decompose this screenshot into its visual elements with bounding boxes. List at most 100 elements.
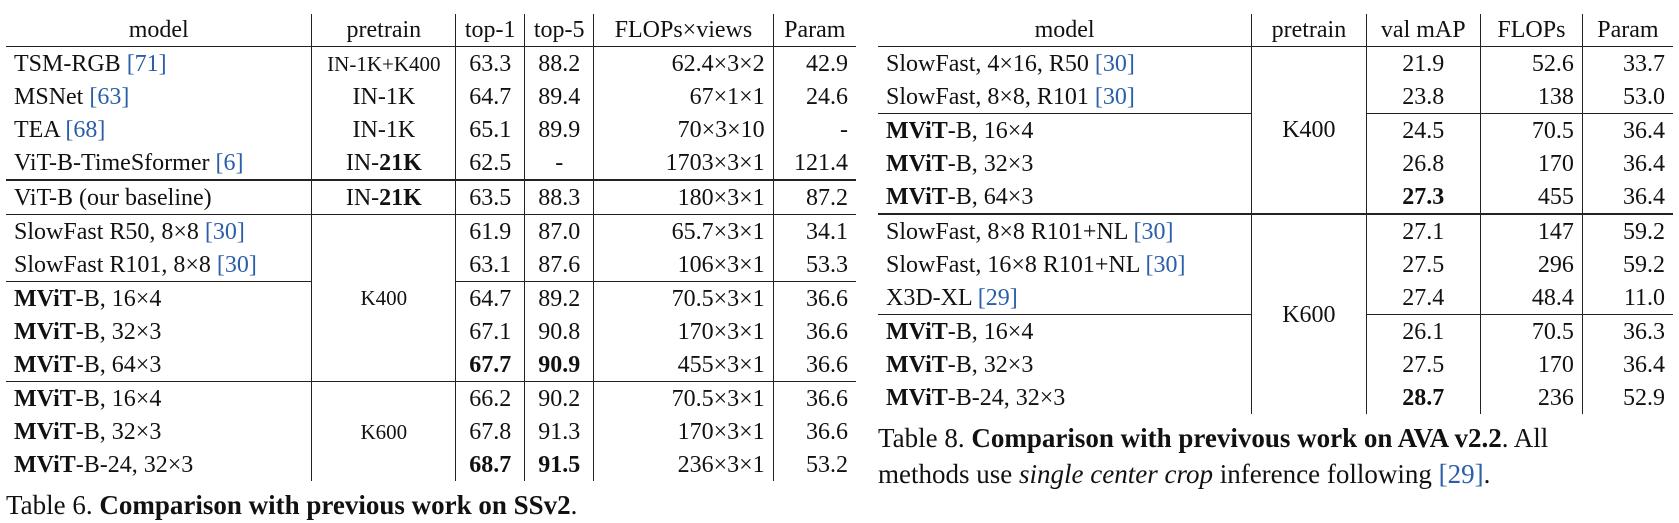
- top1-cell: 66.2: [455, 381, 525, 415]
- flops-cell: 455: [1479, 180, 1583, 214]
- top5-cell: 87.6: [524, 248, 594, 282]
- param-cell: 53.3: [772, 248, 856, 282]
- top5-cell: 91.5: [524, 448, 594, 481]
- param-cell: 34.1: [772, 214, 856, 248]
- model-bold-prefix: MViT: [14, 285, 76, 312]
- val-map-cell: 26.8: [1365, 147, 1481, 180]
- caption-end: .: [1483, 459, 1491, 489]
- citation-link[interactable]: [63]: [89, 83, 130, 110]
- model-cell: MViT-B-24, 32×3: [6, 448, 312, 481]
- param-cell: 36.4: [1581, 113, 1673, 147]
- model-cell: MViT-B, 16×4: [6, 282, 312, 316]
- flops-cell: 170: [1479, 348, 1583, 381]
- caption-line2-pre: methods use: [878, 459, 1013, 489]
- header-flops-views: FLOPs×views: [593, 14, 774, 47]
- pretrain-value: K600: [360, 419, 408, 444]
- flops-views-cell: 65.7×3×1: [593, 214, 774, 248]
- model-cell: MViT-B, 64×3: [878, 180, 1252, 214]
- pretrain-value: K600: [1282, 301, 1336, 328]
- model-bold-prefix: MViT: [14, 385, 76, 412]
- param-cell: 36.6: [772, 348, 856, 382]
- flops-views-cell: 1703×3×1: [593, 146, 774, 180]
- model-cell: MViT-B, 32×3: [6, 415, 312, 448]
- top5-cell: 89.2: [524, 281, 594, 315]
- citation-link[interactable]: [30]: [216, 251, 257, 278]
- pretrain-cell: IN-21K: [311, 146, 456, 180]
- header-model: model: [128, 17, 189, 43]
- model-cell: MViT-B, 32×3: [878, 348, 1252, 381]
- model-cell: SlowFast, 4×16, R50 [30]: [878, 47, 1252, 81]
- pretrain-cell: K600: [1251, 214, 1367, 414]
- caption-title: Comparison with previvous work on AVA v2…: [971, 423, 1502, 453]
- citation-link[interactable]: [6]: [215, 149, 244, 176]
- flops-cell: 70.5: [1479, 113, 1583, 147]
- model-bold-prefix: MViT: [14, 451, 76, 478]
- table-8-block: model pretrain val mAP FLOPs Param SlowF…: [878, 14, 1673, 492]
- citation-link[interactable]: [30]: [1094, 50, 1135, 77]
- model-name: -B, 32×3: [75, 318, 162, 345]
- model-cell: MViT-B, 64×3: [6, 348, 312, 382]
- model-name: -B, 16×4: [75, 385, 162, 412]
- val-map-cell: 21.9: [1365, 46, 1481, 80]
- param-cell: 59.2: [1581, 248, 1673, 281]
- top1-cell: 65.1: [455, 113, 525, 146]
- model-bold-prefix: MViT: [886, 318, 948, 345]
- flops-views-cell: 70.5×3×1: [593, 281, 774, 315]
- model-cell: SlowFast, 8×8 R101+NL [30]: [878, 214, 1252, 248]
- header-pretrain: pretrain: [311, 14, 456, 47]
- top1-cell: 64.7: [455, 80, 525, 113]
- val-map-cell: 27.4: [1365, 281, 1481, 315]
- flops-cell: 48.4: [1479, 281, 1583, 315]
- pretrain-value: IN-1K: [352, 116, 416, 143]
- param-cell: 53.0: [1581, 80, 1673, 114]
- val-map-cell: 24.5: [1365, 113, 1481, 147]
- caption-cite[interactable]: [29]: [1438, 459, 1484, 489]
- top5-cell: 89.9: [524, 113, 594, 146]
- header-param: Param: [772, 14, 856, 47]
- model-name: SlowFast R50, 8×8: [14, 218, 199, 245]
- table-8: model pretrain val mAP FLOPs Param SlowF…: [878, 14, 1673, 414]
- caption-end: .: [570, 490, 578, 520]
- model-bold-prefix: MViT: [14, 318, 76, 345]
- citation-link[interactable]: [30]: [1133, 218, 1174, 245]
- top1-cell: 62.5: [455, 146, 525, 180]
- flops-cell: 170: [1479, 147, 1583, 180]
- flops-cell: 236: [1479, 381, 1583, 414]
- header-val-map: val mAP: [1365, 14, 1481, 47]
- top5-cell: 88.3: [524, 180, 594, 215]
- citation-link[interactable]: [71]: [126, 50, 167, 77]
- citation-link[interactable]: [30]: [1145, 251, 1186, 278]
- citation-link[interactable]: [30]: [204, 218, 245, 245]
- model-name: -B, 32×3: [75, 418, 162, 445]
- param-cell: 59.2: [1581, 214, 1673, 248]
- citation-link[interactable]: [68]: [65, 116, 106, 143]
- citation-link[interactable]: [29]: [977, 284, 1018, 311]
- model-bold-prefix: MViT: [886, 183, 948, 210]
- model-cell: MViT-B, 32×3: [6, 315, 312, 348]
- model-cell: MViT-B, 16×4: [878, 315, 1252, 349]
- table-8-caption: Table 8. Comparison with previvous work …: [878, 420, 1673, 492]
- model-bold-prefix: MViT: [886, 150, 948, 177]
- param-cell: 36.6: [772, 381, 856, 415]
- flops-views-cell: 180×3×1: [593, 180, 774, 215]
- citation-link[interactable]: [30]: [1094, 83, 1135, 110]
- model-name: SlowFast R101, 8×8: [14, 251, 211, 278]
- top5-cell: 87.0: [524, 214, 594, 248]
- model-cell: MViT-B, 16×4: [6, 382, 312, 416]
- flops-views-cell: 106×3×1: [593, 248, 774, 282]
- header-model: model: [1034, 17, 1095, 43]
- model-cell: MSNet [63]: [6, 80, 312, 113]
- top5-cell: 89.4: [524, 80, 594, 113]
- pretrain-value: IN-1K+K400: [327, 51, 441, 76]
- flops-cell: 70.5: [1479, 314, 1583, 348]
- param-cell: 121.4: [772, 146, 856, 180]
